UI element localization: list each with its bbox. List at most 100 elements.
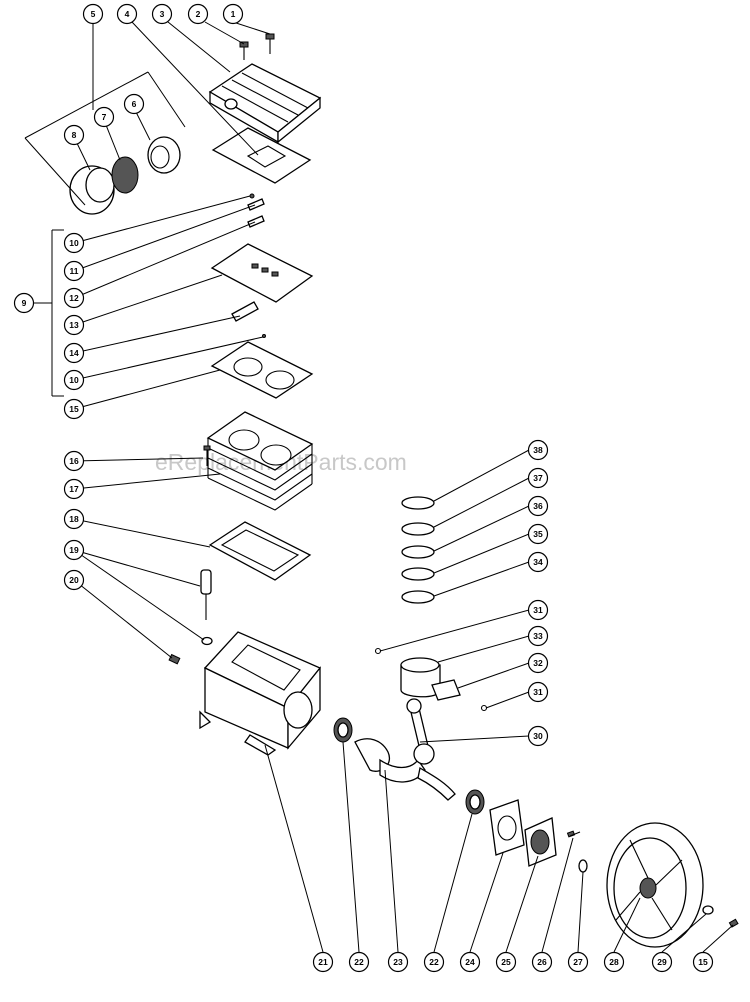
svg-text:6: 6 — [132, 99, 137, 109]
svg-text:22: 22 — [429, 957, 439, 967]
callout-23: 23 — [387, 951, 409, 973]
part-plate-gasket — [210, 341, 314, 399]
svg-text:28: 28 — [609, 957, 619, 967]
callout-15-lower: 15 — [692, 951, 714, 973]
callout-22-right: 22 — [423, 951, 445, 973]
callout-6: 6 — [123, 93, 145, 115]
callout-28: 28 — [603, 951, 625, 973]
svg-text:14: 14 — [69, 348, 79, 358]
callout-35: 35 — [527, 523, 549, 545]
callout-7: 7 — [93, 106, 115, 128]
callout-2: 2 — [187, 3, 209, 25]
part-flywheel-bolt — [728, 918, 739, 928]
part-piston — [400, 657, 441, 698]
callout-29: 29 — [651, 951, 673, 973]
svg-text:31: 31 — [533, 605, 543, 615]
callout-31-lower: 31 — [527, 681, 549, 703]
part-valve-plate — [210, 243, 314, 303]
callout-27: 27 — [567, 951, 589, 973]
callout-4: 4 — [116, 3, 138, 25]
svg-text:20: 20 — [69, 575, 79, 585]
svg-text:10: 10 — [69, 238, 79, 248]
callout-15-upper: 15 — [63, 398, 85, 420]
callout-8: 8 — [63, 124, 85, 146]
part-dipstick — [200, 569, 213, 646]
svg-text:15: 15 — [698, 957, 708, 967]
svg-text:33: 33 — [533, 631, 543, 641]
svg-text:36: 36 — [533, 501, 543, 511]
part-head-gasket — [211, 127, 312, 184]
callout-34: 34 — [527, 551, 549, 573]
part-cylinder-head — [208, 63, 322, 144]
callout-3: 3 — [151, 3, 173, 25]
part-cylinder — [206, 411, 314, 511]
svg-text:19: 19 — [69, 545, 79, 555]
part-crankshaft — [354, 738, 456, 801]
svg-text:23: 23 — [393, 957, 403, 967]
svg-text:16: 16 — [69, 456, 79, 466]
callout-26: 26 — [531, 951, 553, 973]
part-cover-bolt — [566, 830, 581, 838]
part-wrist-pin — [431, 679, 461, 701]
svg-text:18: 18 — [69, 514, 79, 524]
svg-text:31: 31 — [533, 687, 543, 697]
svg-text:10: 10 — [69, 375, 79, 385]
svg-text:37: 37 — [533, 473, 543, 483]
part-piston-rings — [401, 496, 435, 604]
svg-text:12: 12 — [69, 293, 79, 303]
callout-21: 21 — [312, 951, 334, 973]
svg-text:8: 8 — [72, 130, 77, 140]
svg-text:29: 29 — [657, 957, 667, 967]
part-washer — [702, 905, 714, 915]
part-reed — [231, 301, 266, 338]
part-bearing-left — [333, 717, 353, 743]
svg-text:25: 25 — [501, 957, 511, 967]
svg-text:35: 35 — [533, 529, 543, 539]
part-crankcase — [199, 631, 322, 756]
svg-text:22: 22 — [354, 957, 364, 967]
svg-text:1: 1 — [231, 9, 236, 19]
callout-33: 33 — [527, 625, 549, 647]
svg-text:9: 9 — [22, 298, 27, 308]
callout-13: 13 — [63, 314, 85, 336]
part-key — [578, 859, 588, 873]
callout-5: 5 — [82, 3, 104, 25]
part-bearing-right — [465, 789, 485, 815]
svg-text:26: 26 — [537, 957, 547, 967]
callout-14: 14 — [63, 342, 85, 364]
svg-text:32: 32 — [533, 658, 543, 668]
callout-32: 32 — [527, 652, 549, 674]
svg-text:13: 13 — [69, 320, 79, 330]
svg-text:7: 7 — [102, 112, 107, 122]
part-filter-element — [111, 156, 139, 194]
callout-38: 38 — [527, 439, 549, 461]
svg-text:5: 5 — [91, 9, 96, 19]
part-small-pins — [247, 193, 265, 228]
callout-22-left: 22 — [348, 951, 370, 973]
part-bearing-cover — [524, 817, 557, 867]
callout-10-upper: 10 — [63, 232, 85, 254]
callout-1: 1 — [222, 3, 244, 25]
svg-text:24: 24 — [465, 957, 475, 967]
svg-text:11: 11 — [70, 266, 79, 276]
part-bolt-1 — [265, 33, 275, 54]
leader-lines — [24, 21, 734, 953]
callout-19: 19 — [63, 539, 85, 561]
callout-30: 30 — [527, 725, 549, 747]
part-filter-cap — [69, 165, 115, 215]
callout-12: 12 — [63, 287, 85, 309]
part-bearing-gasket — [489, 799, 525, 856]
callout-36: 36 — [527, 495, 549, 517]
callout-37: 37 — [527, 467, 549, 489]
svg-text:15: 15 — [69, 404, 79, 414]
svg-text:3: 3 — [160, 9, 165, 19]
callout-31-upper: 31 — [527, 599, 549, 621]
part-cylinder-bolt — [203, 445, 211, 466]
svg-text:17: 17 — [69, 484, 79, 494]
callout-18: 18 — [63, 508, 85, 530]
part-filter-housing — [147, 136, 181, 174]
svg-text:38: 38 — [533, 445, 543, 455]
svg-text:21: 21 — [318, 957, 328, 967]
callout-16: 16 — [63, 450, 85, 472]
svg-text:30: 30 — [533, 731, 543, 741]
